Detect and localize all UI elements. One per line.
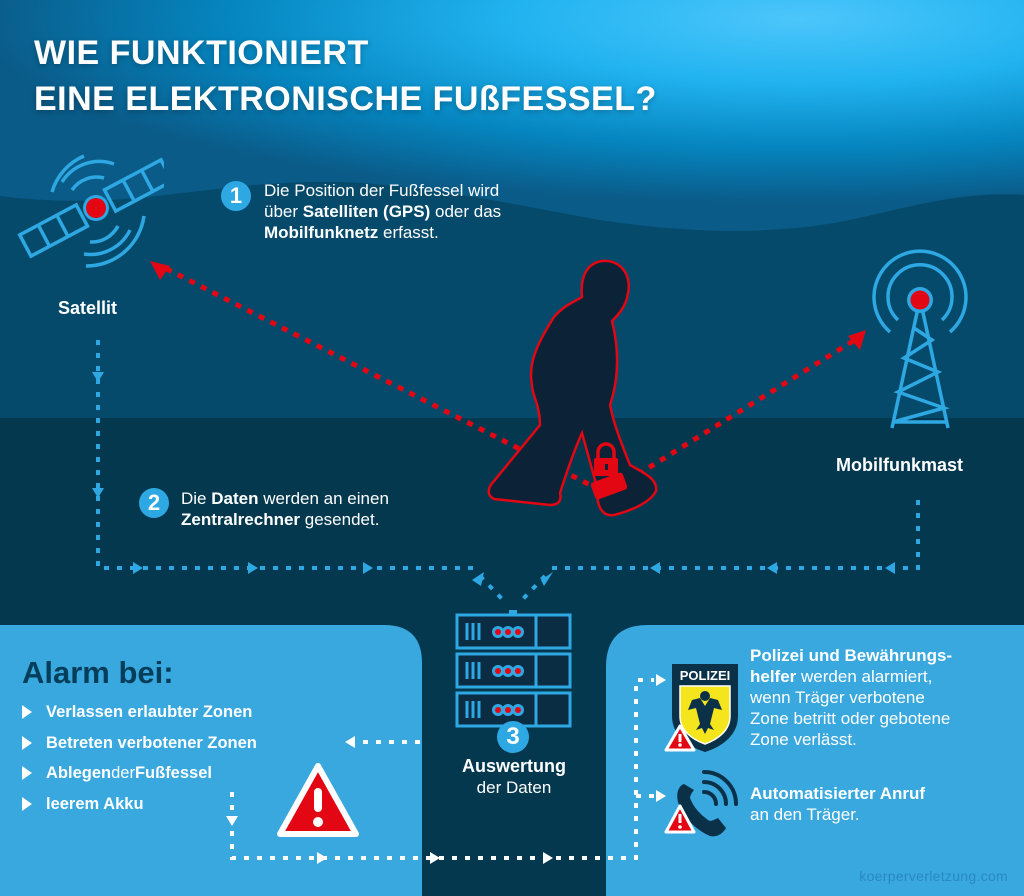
alarm-title: Alarm bei: <box>22 655 174 690</box>
ankle-monitor <box>590 472 628 500</box>
satellite-label: Satellit <box>58 298 118 318</box>
step-2-text: Die Daten werden an einen Zentralrechner… <box>181 489 389 529</box>
bullet-triangle-icon <box>22 705 32 720</box>
cell-tower-label: Mobilfunkmast <box>836 455 964 475</box>
alarm-item: Betreten verbotener Zonen <box>22 728 257 759</box>
satellite-icon <box>17 154 164 268</box>
police-badge-icon: POLIZEI <box>664 664 738 752</box>
alarm-item: leerem Akku <box>22 789 257 820</box>
arrow-to-tower-icon <box>848 330 866 350</box>
server-icon <box>455 610 572 728</box>
alarm-item: Verlassen erlaubter Zonen <box>22 697 257 728</box>
phone-call-icon <box>664 770 738 837</box>
watermark: koerperverletzung.com <box>859 868 1008 884</box>
page-title: WIE FUNKTIONIERT EINE ELEKTRONISCHE FUßF… <box>34 30 657 122</box>
warning-icon <box>277 763 359 837</box>
bullet-triangle-icon <box>22 766 32 781</box>
cell-tower-icon <box>872 249 968 429</box>
padlock-icon <box>594 442 618 476</box>
police-response-text: Polizei und Bewährungs- helfer werden al… <box>750 646 953 749</box>
step-2-badge: 2 <box>139 488 169 518</box>
svg-text:POLIZEI: POLIZEI <box>680 668 731 683</box>
alarm-list: Verlassen erlaubter Zonen Betreten verbo… <box>22 697 257 819</box>
phone-response-text: Automatisierter Anruf an den Träger. <box>750 784 926 824</box>
bullet-triangle-icon <box>22 796 32 811</box>
step-3-badge: 3 <box>497 721 529 753</box>
arrow-to-satellite-icon <box>150 261 170 280</box>
bullet-triangle-icon <box>22 735 32 750</box>
step-3-text: Auswertung der Daten <box>461 756 566 797</box>
title-line-2: EINE ELEKTRONISCHE FUßFESSEL? <box>34 80 657 118</box>
person-silhouette-icon <box>487 259 658 517</box>
step-1-badge: 1 <box>221 181 251 211</box>
title-line-1: WIE FUNKTIONIERT <box>34 34 369 72</box>
alarm-item: Ablegen der Fußfessel <box>22 758 257 789</box>
step-1-text: Die Position der Fußfessel wird über Sat… <box>264 181 502 242</box>
